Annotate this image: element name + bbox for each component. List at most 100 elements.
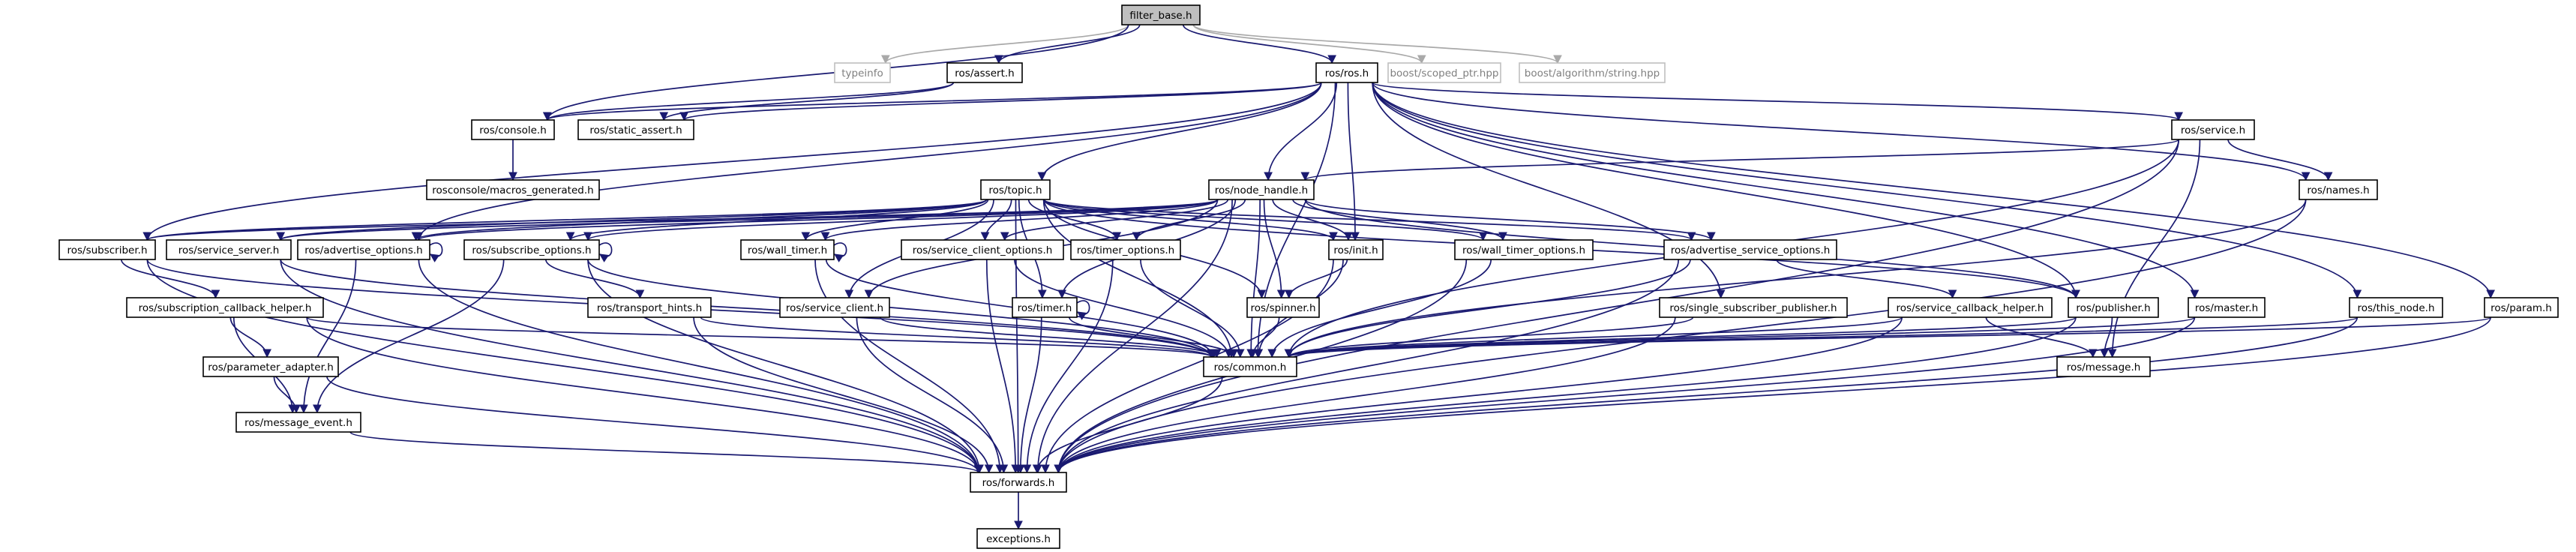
edge-topic-to-service-client-options — [980, 199, 1012, 242]
node-parameter-adapter[interactable]: ros/parameter_adapter.h — [202, 356, 339, 377]
edge-ros-h-to-init — [1347, 82, 1360, 242]
node-service-client-options[interactable]: ros/service_client_options.h — [901, 239, 1064, 260]
node-label: ros/subscription_callback_helper.h — [139, 302, 312, 314]
node-topic[interactable]: ros/topic.h — [980, 179, 1051, 200]
node-param[interactable]: ros/param.h — [2484, 297, 2559, 318]
node-box — [2349, 297, 2443, 318]
node-label: ros/timer.h — [1018, 302, 1072, 314]
edge-filter-base-to-assert — [994, 24, 1141, 64]
node-advertise-service-options[interactable]: ros/advertise_service_options.h — [1663, 239, 1837, 260]
edge-transport-hints-to-forwards — [693, 316, 994, 474]
edge-this-node-to-forwards — [1054, 316, 2359, 474]
node-box — [126, 297, 324, 318]
edge-service-client-options-to-common — [1013, 259, 1234, 358]
node-timer[interactable]: ros/timer.h — [1012, 297, 1078, 318]
node-publisher[interactable]: ros/publisher.h — [2068, 297, 2159, 318]
edge-node-handle-to-service-client-options — [1000, 199, 1229, 242]
node-box — [58, 239, 156, 260]
edge-ros-h-to-node-handle — [1264, 82, 1338, 182]
node-label: ros/subscribe_options.h — [472, 244, 591, 256]
edge-service-client-to-forwards — [856, 316, 1009, 474]
node-box — [980, 179, 1051, 200]
node-node-handle[interactable]: ros/node_handle.h — [1208, 179, 1315, 200]
edge-ros-h-to-param — [1372, 82, 2495, 299]
node-label: ros/param.h — [2491, 302, 2552, 314]
edge-filter-base-to-typeinfo — [881, 24, 1129, 64]
edge-node-handle-to-spinner — [1263, 199, 1286, 299]
edge-topic-to-timer-options — [1027, 199, 1122, 242]
node-message[interactable]: ros/message.h — [2056, 356, 2151, 377]
node-box — [779, 297, 890, 318]
edge-timer-to-common — [1069, 316, 1238, 358]
node-label: ros/publisher.h — [2076, 302, 2150, 314]
node-this-node[interactable]: ros/this_node.h — [2349, 297, 2443, 318]
node-spinner[interactable]: ros/spinner.h — [1246, 297, 1320, 318]
node-label: ros/assert.h — [955, 68, 1014, 80]
edge-topic-to-common — [1042, 199, 1236, 358]
node-subscribe-options[interactable]: ros/subscribe_options.h — [463, 239, 600, 260]
node-label: ros/names.h — [2307, 184, 2369, 196]
node-box — [2171, 119, 2255, 140]
edge-filter-base-to-scoped-ptr — [1192, 24, 1426, 64]
edge-single-subscriber-publisher-to-forwards — [1054, 316, 1676, 474]
node-service-client[interactable]: ros/service_client.h — [779, 297, 890, 318]
node-names[interactable]: ros/names.h — [2299, 179, 2378, 200]
node-wall-timer-options[interactable]: ros/wall_timer_options.h — [1454, 239, 1594, 260]
node-label: boost/algorithm/string.hpp — [1525, 68, 1660, 80]
node-label: ros/service_client_options.h — [913, 244, 1053, 256]
node-static-assert[interactable]: ros/static_assert.h — [577, 119, 694, 140]
edge-ros-h-to-this-node — [1372, 82, 2362, 299]
node-service-server[interactable]: ros/service_server.h — [166, 239, 292, 260]
node-init[interactable]: ros/init.h — [1328, 239, 1384, 260]
node-transport-hints[interactable]: ros/transport_hints.h — [587, 297, 712, 318]
edge-init-to-forwards — [1041, 259, 1334, 474]
edge-init-to-spinner — [1284, 259, 1348, 299]
node-advertise-options[interactable]: ros/advertise_options.h — [297, 239, 430, 260]
edge-service-to-forwards — [1054, 139, 2180, 474]
node-master[interactable]: ros/master.h — [2188, 297, 2266, 318]
node-assert[interactable]: ros/assert.h — [946, 62, 1023, 83]
edge-message-event-to-forwards — [349, 431, 983, 474]
node-service[interactable]: ros/service.h — [2171, 119, 2255, 140]
edge-ros-h-to-names — [1372, 82, 2311, 182]
node-box — [1328, 239, 1384, 260]
node-label: ros/spinner.h — [1250, 302, 1315, 314]
node-box — [2484, 297, 2559, 318]
node-label: ros/this_node.h — [2357, 302, 2434, 314]
edge-publisher-to-message — [2100, 316, 2113, 358]
node-rosconsole-macros[interactable]: rosconsole/macros_generated.h — [426, 179, 600, 200]
node-subscription-callback-helper[interactable]: ros/subscription_callback_helper.h — [126, 297, 324, 318]
node-single-subscriber-publisher[interactable]: ros/single_subscriber_publisher.h — [1659, 297, 1848, 318]
edge-filter-base-to-ros-h — [1182, 24, 1337, 64]
node-box — [1315, 62, 1378, 83]
node-ros-h[interactable]: ros/ros.h — [1315, 62, 1378, 83]
node-label: ros/service_server.h — [178, 244, 280, 256]
node-typeinfo: typeinfo — [834, 62, 891, 83]
node-forwards[interactable]: ros/forwards.h — [970, 472, 1067, 493]
node-label: exceptions.h — [986, 533, 1051, 545]
edge-node-handle-to-common — [1246, 199, 1261, 358]
node-box — [1203, 356, 1297, 377]
edge-master-to-common — [1285, 316, 2196, 358]
edge-timer-to-timer — [1076, 300, 1090, 320]
edge-wall-timer-options-to-common — [1267, 259, 1492, 358]
node-boost-string: boost/algorithm/string.hpp — [1519, 62, 1666, 83]
node-message-event[interactable]: ros/message_event.h — [235, 412, 361, 433]
node-exceptions[interactable]: exceptions.h — [976, 528, 1060, 549]
node-timer-options[interactable]: ros/timer_options.h — [1070, 239, 1181, 260]
edge-param-to-forwards — [1054, 316, 2492, 474]
edge-advertise-options-to-message-event — [299, 259, 357, 414]
node-subscriber[interactable]: ros/subscriber.h — [58, 239, 156, 260]
node-console[interactable]: ros/console.h — [471, 119, 555, 140]
node-label: ros/transport_hints.h — [597, 302, 702, 314]
edge-ros-h-to-static-assert — [679, 82, 1322, 122]
edge-timer-options-to-common — [1140, 259, 1245, 358]
node-service-callback-helper[interactable]: ros/service_callback_helper.h — [1888, 297, 2053, 318]
edge-subscribe-options-to-subscribe-options — [598, 242, 613, 262]
node-common[interactable]: ros/common.h — [1203, 356, 1297, 377]
node-filter-base[interactable]: filter_base.h — [1121, 4, 1201, 26]
edge-node-handle-to-advertise-service-options — [1304, 199, 1716, 242]
edge-service-callback-helper-to-forwards — [1054, 316, 1903, 474]
node-wall-timer[interactable]: ros/wall_timer.h — [740, 239, 835, 260]
